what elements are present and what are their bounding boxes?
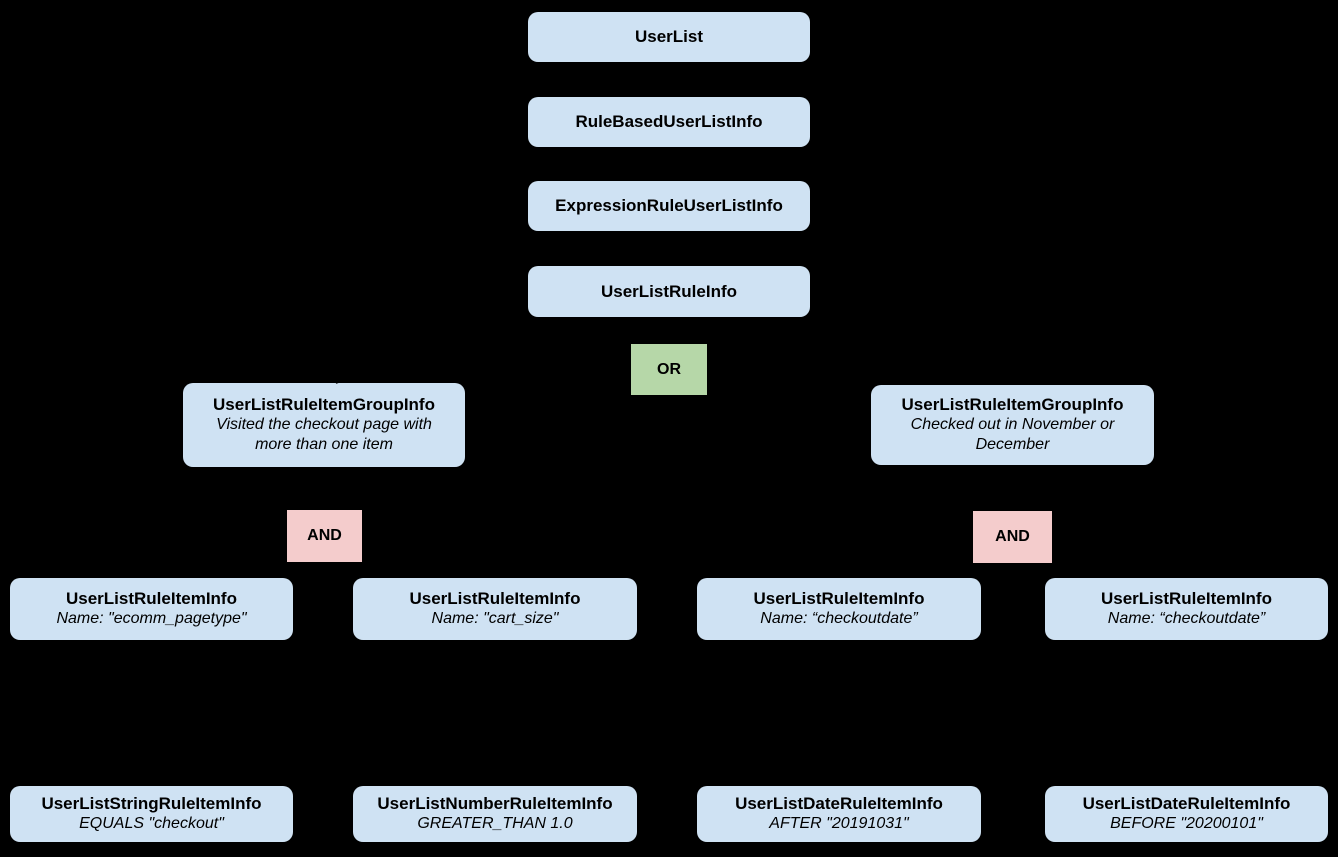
node-description: Name: "ecomm_pagetype" <box>56 610 247 627</box>
and-operator-right-box: AND <box>973 511 1052 563</box>
node-title: UserListNumberRuleItemInfo <box>377 794 613 813</box>
node-ruleitem-checkoutdate-2: UserListRuleItemInfo Name: “checkoutdate… <box>1045 578 1328 640</box>
node-description: BEFORE "20200101" <box>1110 815 1263 832</box>
node-description: AFTER "20191031" <box>769 815 909 832</box>
node-description: Name: “checkoutdate” <box>760 610 918 627</box>
node-group-right: UserListRuleItemGroupInfo Checked out in… <box>871 385 1154 465</box>
node-description: Checked out in November or December <box>910 416 1115 453</box>
or-operator-box: OR <box>631 344 707 395</box>
node-ruleitem-ecomm-pagetype: UserListRuleItemInfo Name: "ecomm_pagety… <box>10 578 293 640</box>
node-title: UserListRuleInfo <box>600 281 738 301</box>
node-title: UserListDateRuleItemInfo <box>735 794 943 813</box>
node-title: RuleBasedUserListInfo <box>575 112 763 131</box>
node-description: EQUALS "checkout" <box>79 815 224 832</box>
node-userlist: UserList <box>528 12 810 62</box>
and-operator-left-box: AND <box>287 510 362 562</box>
node-ruleitem-cart-size: UserListRuleItemInfo Name: "cart_size" <box>353 578 637 640</box>
node-title: UserListRuleItemInfo <box>66 589 237 608</box>
node-description: Name: "cart_size" <box>431 610 559 627</box>
node-ruleitem-checkoutdate-1: UserListRuleItemInfo Name: “checkoutdate… <box>697 578 981 640</box>
node-rulebaseduserlistinfo: RuleBasedUserListInfo <box>528 97 810 147</box>
node-expressionruleuserlistinfo: ExpressionRuleUserListInfo <box>528 181 810 231</box>
node-title: UserListStringRuleItemInfo <box>41 794 262 813</box>
node-title: UserList <box>634 27 704 46</box>
node-title: UserListRuleItemGroupInfo <box>213 395 435 414</box>
node-dateruleitem-after: UserListDateRuleItemInfo AFTER "20191031… <box>697 786 981 842</box>
node-title: UserListDateRuleItemInfo <box>1082 794 1291 813</box>
node-description: GREATER_THAN 1.0 <box>417 815 573 832</box>
node-stringruleitem: UserListStringRuleItemInfo EQUALS "check… <box>10 786 293 842</box>
node-description: Name: “checkoutdate” <box>1107 610 1266 627</box>
node-numberruleitem: UserListNumberRuleItemInfo GREATER_THAN … <box>353 786 637 842</box>
node-group-left: UserListRuleItemGroupInfo Visited the ch… <box>183 383 465 467</box>
node-dateruleitem-before: UserListDateRuleItemInfo BEFORE "2020010… <box>1045 786 1328 842</box>
node-description: Visited the checkout page with more than… <box>216 416 432 453</box>
node-title: UserListRuleItemInfo <box>1101 589 1272 608</box>
node-title: UserListRuleItemInfo <box>409 589 581 608</box>
node-title: ExpressionRuleUserListInfo <box>555 196 783 215</box>
node-userlistruleinfo: UserListRuleInfo <box>528 266 810 317</box>
node-title: UserListRuleItemInfo <box>753 589 925 608</box>
node-title: UserListRuleItemGroupInfo <box>901 395 1124 414</box>
